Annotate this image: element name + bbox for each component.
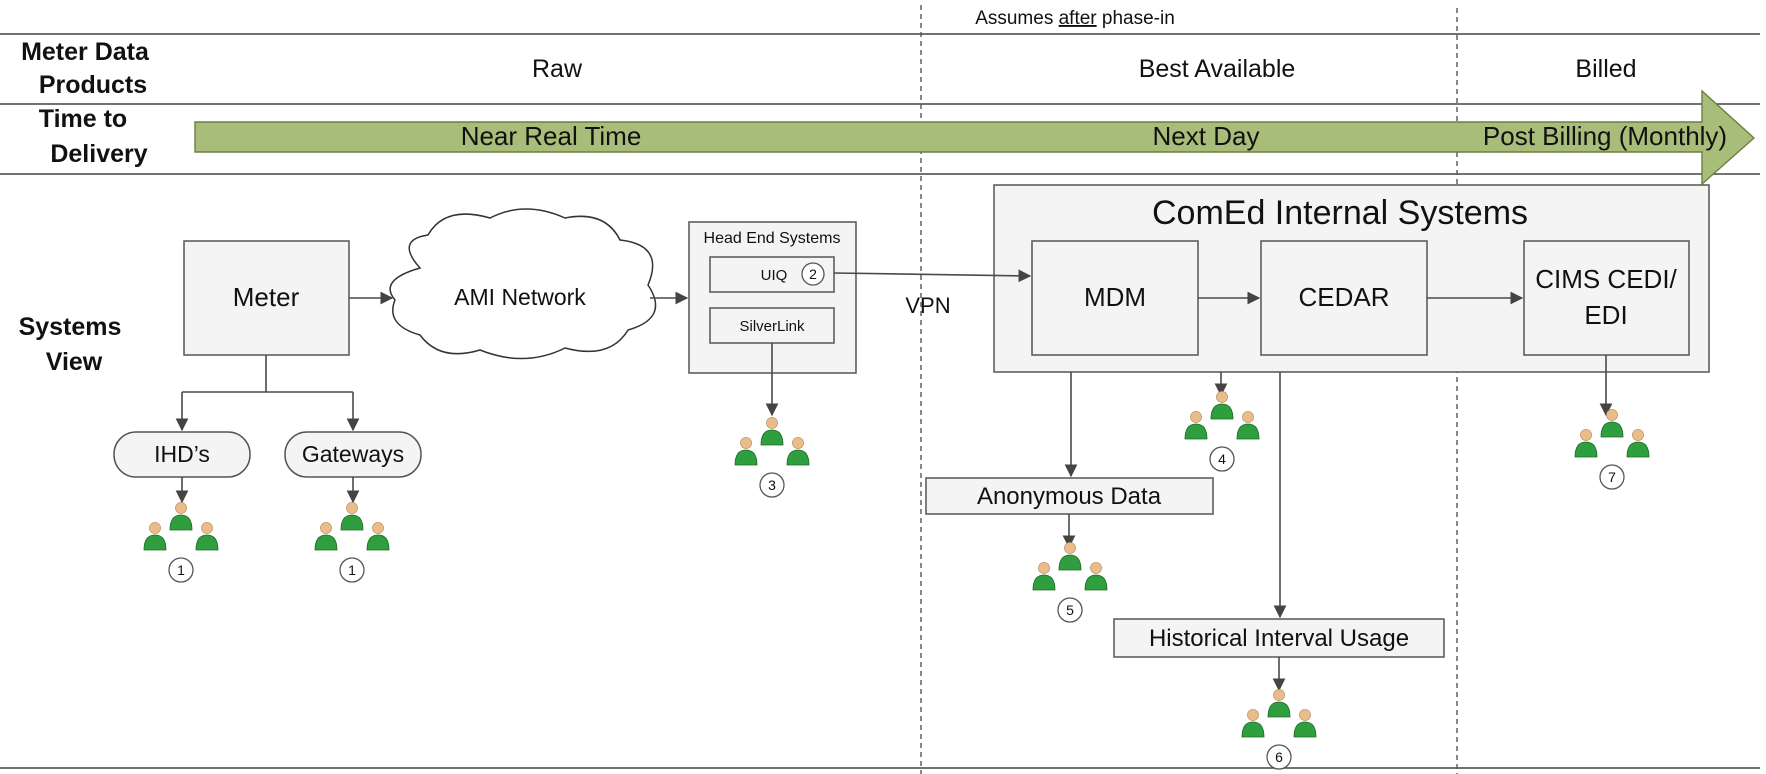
user-icon: [1084, 562, 1108, 591]
user-icon: [340, 501, 364, 531]
user-icon: [1184, 410, 1208, 440]
connectors: [175, 269, 1613, 692]
cims-box: [1523, 240, 1690, 356]
user-icon: [1236, 410, 1260, 440]
user-icon: [1600, 408, 1624, 438]
cims-label-1: CIMS CEDI/: [1535, 264, 1677, 294]
user-icon: [1241, 709, 1265, 738]
user-icon: [786, 436, 810, 466]
user-icon: [1032, 562, 1056, 591]
anonymous-data-label: Anonymous Data: [977, 483, 1162, 510]
user-icon: [1267, 689, 1291, 718]
user-group-number: 7: [1608, 469, 1616, 485]
silverlink-box: [709, 307, 835, 344]
head-end-title: Head End Systems: [704, 230, 841, 247]
cedar-box: [1260, 240, 1428, 356]
product-billed: Billed: [1575, 55, 1636, 83]
user-group-number: 6: [1275, 749, 1283, 765]
user-group-head-end: 3: [734, 416, 810, 498]
product-raw: Raw: [532, 55, 583, 83]
uiq-badge: [801, 262, 825, 286]
silverlink-label: SilverLink: [739, 318, 805, 335]
row-label-products: Meter Data: [21, 38, 150, 66]
row-label-products-2: Products: [39, 71, 147, 99]
arrow-uiq-to-mdm: [833, 269, 1032, 283]
user-group-number: 1: [348, 562, 356, 578]
phase-in-note: Assumes after phase-in: [975, 8, 1175, 29]
user-group-number: 3: [768, 477, 776, 493]
row-label-systems: Systems: [19, 313, 122, 341]
timeline-arrow: [194, 89, 1756, 186]
user-group-gateways: 1: [314, 501, 390, 583]
ami-network-label: AMI Network: [454, 284, 586, 310]
row-label-delivery: Time to: [39, 105, 127, 133]
user-group-badge: [1057, 597, 1083, 623]
timeline-next-day: Next Day: [1153, 121, 1260, 151]
user-group-number: 5: [1066, 602, 1074, 618]
user-group-anonymous: 5: [1032, 542, 1108, 623]
vpn-label: VPN: [905, 293, 950, 318]
user-icon: [1058, 542, 1082, 571]
user-group-cedar: 4: [1184, 390, 1260, 472]
user-group-badge: [1599, 464, 1625, 490]
uiq-badge-number: 2: [809, 266, 817, 282]
historical-usage-box: [1113, 618, 1445, 658]
user-icon: [1574, 428, 1598, 458]
uiq-label: UIQ: [761, 267, 788, 284]
mdm-box: [1031, 240, 1199, 356]
timeline-near-real-time: Near Real Time: [461, 121, 642, 151]
row-label-systems-2: View: [46, 348, 103, 376]
ihds-label: IHD’s: [154, 441, 210, 467]
gateways-label: Gateways: [302, 441, 404, 467]
timeline-post-billing: Post Billing (Monthly): [1483, 121, 1727, 151]
user-group-historical: 6: [1241, 689, 1317, 770]
user-icon: [195, 522, 219, 551]
user-icon: [143, 522, 167, 551]
user-icon: [760, 416, 784, 446]
internal-systems-title: ComEd Internal Systems: [1152, 194, 1528, 232]
meter-label: Meter: [233, 282, 300, 312]
user-group-badge: [759, 472, 785, 498]
mdm-label: MDM: [1084, 282, 1146, 312]
user-group-badge: [168, 557, 194, 583]
user-group-badge: [339, 557, 365, 583]
meter-branch: [182, 355, 353, 393]
product-best-available: Best Available: [1139, 55, 1296, 83]
user-group-badge: [1209, 446, 1235, 472]
user-icon: [366, 522, 390, 551]
user-icon: [1293, 709, 1317, 738]
user-icon: [169, 501, 193, 531]
ami-network-cloud: [389, 208, 657, 360]
user-icon: [1210, 390, 1234, 420]
historical-usage-label: Historical Interval Usage: [1149, 625, 1409, 652]
user-icon: [314, 522, 338, 551]
user-group-ihds: 1: [143, 501, 219, 583]
cims-label-2: EDI: [1584, 300, 1627, 330]
user-group-number: 4: [1218, 451, 1226, 467]
user-group-number: 1: [177, 562, 185, 578]
anonymous-data-box: [925, 477, 1214, 515]
cedar-label: CEDAR: [1298, 282, 1389, 312]
user-icon: [1626, 428, 1650, 458]
user-icon: [734, 436, 758, 466]
user-group-badge: [1266, 744, 1292, 770]
user-group-cims: 7: [1574, 408, 1650, 490]
row-label-delivery-2: Delivery: [50, 140, 147, 168]
